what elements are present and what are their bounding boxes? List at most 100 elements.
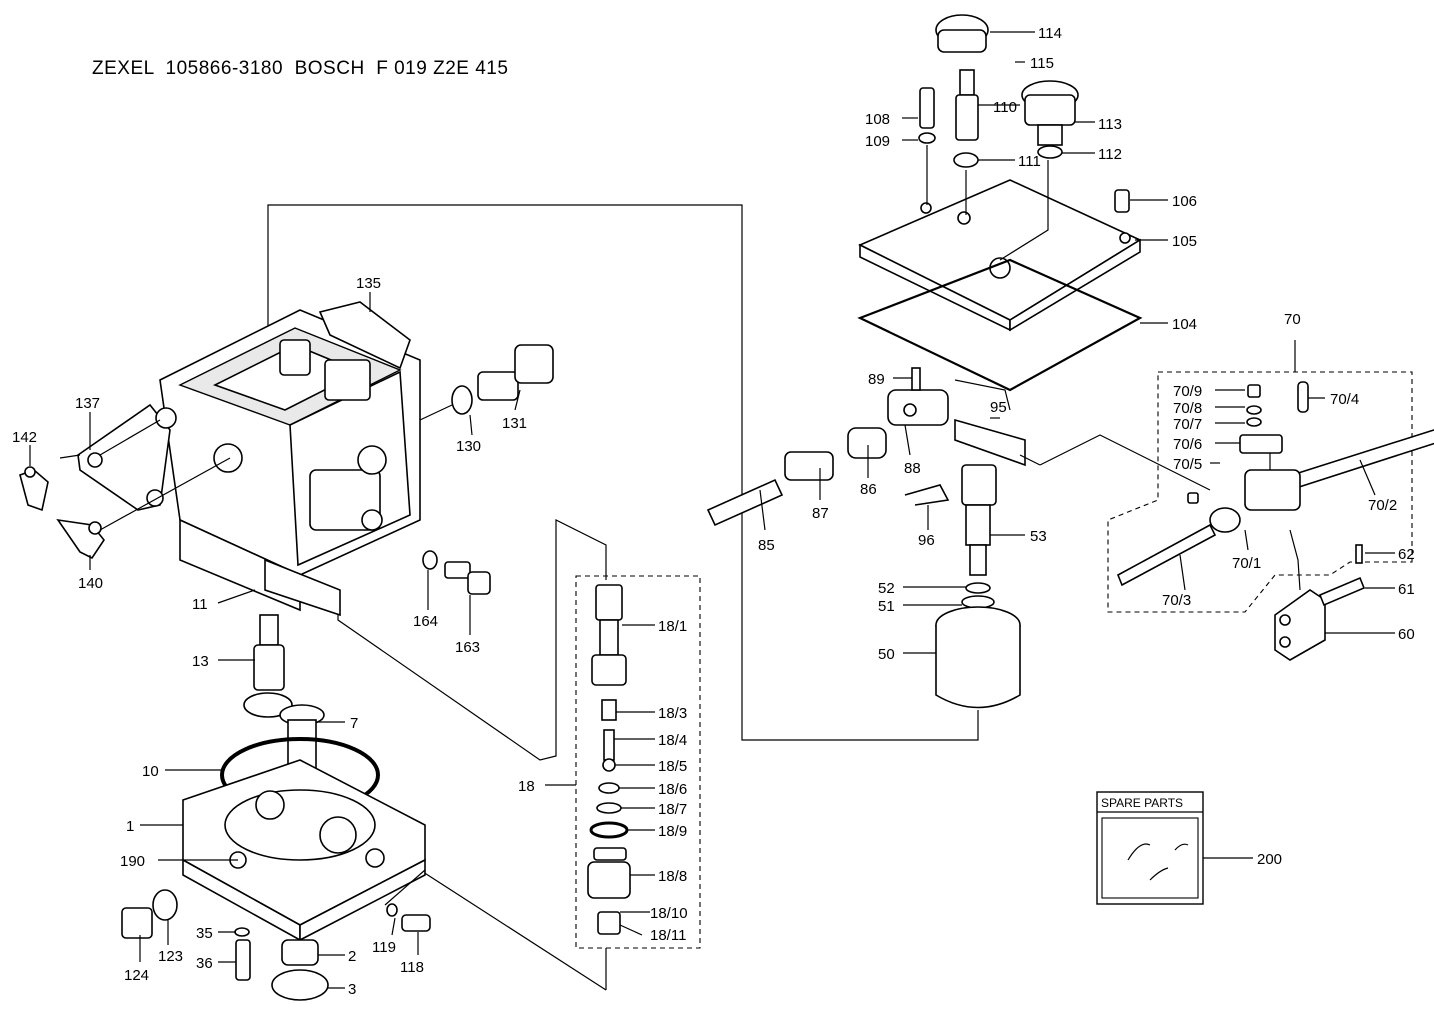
label-18-6: 18/6: [658, 781, 687, 798]
label-70-7: 70/7: [1173, 416, 1202, 433]
screw-36: [234, 927, 251, 981]
label-140: 140: [78, 575, 103, 592]
lever-60: [1274, 589, 1326, 661]
spare-parts-title: SPARE PARTS: [1101, 796, 1183, 810]
label-137: 137: [75, 395, 100, 412]
label-2: 2: [348, 948, 356, 965]
label-87: 87: [812, 505, 829, 522]
sleeve-86: [847, 427, 887, 459]
weight-50: [935, 606, 1021, 709]
label-50: 50: [878, 646, 895, 663]
label-106: 106: [1172, 193, 1197, 210]
lever-140: [56, 518, 105, 560]
label-70-5: 70/5: [1173, 456, 1202, 473]
frame-lines: [267, 204, 979, 991]
cover-105: [858, 179, 1142, 332]
bearing-2: [271, 939, 329, 1001]
label-18-3: 18/3: [658, 705, 687, 722]
label-88: 88: [904, 460, 921, 477]
fitting-110: [953, 69, 979, 168]
shaft-13: [243, 614, 293, 718]
part-labels: 114 115 110 113 112 111 108 109 106 105 …: [12, 25, 1415, 998]
label-104: 104: [1172, 316, 1197, 333]
label-85: 85: [758, 537, 775, 554]
label-13: 13: [192, 653, 209, 670]
label-11: 11: [192, 596, 208, 613]
label-119: 119: [372, 939, 396, 956]
label-18-5: 18/5: [658, 758, 687, 775]
label-18-10: 18/10: [650, 905, 688, 922]
group-70-parts: [1116, 381, 1434, 587]
clip-96: [904, 484, 950, 506]
label-70-3: 70/3: [1162, 592, 1191, 609]
leader-lines: [29, 31, 1395, 989]
label-86: 86: [860, 481, 877, 498]
label-163: 163: [455, 639, 480, 656]
spring-53: [961, 464, 997, 609]
label-7: 7: [350, 715, 358, 732]
label-36: 36: [196, 955, 213, 972]
label-113: 113: [1098, 116, 1122, 133]
label-112: 112: [1098, 146, 1122, 163]
label-105: 105: [1172, 233, 1197, 250]
lever-142: [19, 466, 49, 512]
label-190: 190: [120, 853, 145, 870]
label-10: 10: [142, 763, 159, 780]
label-123: 123: [158, 948, 183, 965]
knob-114: [935, 14, 989, 53]
label-70-9: 70/9: [1173, 383, 1202, 400]
label-3: 3: [348, 981, 356, 998]
spare-parts-box: SPARE PARTS: [1096, 791, 1204, 905]
label-18-11: 18/11: [650, 927, 686, 944]
label-70-1: 70/1: [1232, 555, 1261, 572]
label-110: 110: [993, 99, 1017, 116]
label-18: 18: [518, 778, 535, 795]
label-118: 118: [400, 959, 424, 976]
cap-113: [1021, 80, 1079, 159]
label-115: 115: [1030, 55, 1054, 72]
lever-95: [954, 418, 1026, 467]
label-18-1: 18/1: [658, 618, 687, 635]
label-51: 51: [878, 598, 895, 615]
label-18-4: 18/4: [658, 732, 687, 749]
gasket-137: [77, 403, 243, 511]
label-70-6: 70/6: [1173, 436, 1202, 453]
spring-87: [784, 451, 834, 481]
gasket-104: [857, 258, 1143, 392]
label-135: 135: [356, 275, 381, 292]
pin-62: [1355, 544, 1363, 564]
plug-124: [121, 889, 178, 939]
label-70-4: 70/4: [1330, 391, 1359, 408]
lever-88: [887, 367, 949, 426]
label-60: 60: [1398, 626, 1415, 643]
label-108: 108: [865, 111, 890, 128]
label-111: 111: [1018, 153, 1041, 170]
valve-131: [451, 344, 554, 415]
shaft-85: [706, 478, 784, 527]
label-164: 164: [413, 613, 438, 630]
label-109: 109: [865, 133, 890, 150]
label-70-2: 70/2: [1368, 497, 1397, 514]
label-130: 130: [456, 438, 481, 455]
label-35: 35: [196, 925, 213, 942]
label-53: 53: [1030, 528, 1047, 545]
screw-106: [1114, 189, 1130, 213]
label-96: 96: [918, 532, 935, 549]
pump-housing: [159, 301, 421, 617]
label-52: 52: [878, 580, 895, 597]
label-95: 95: [990, 399, 1007, 416]
group-70-box: [1107, 371, 1413, 613]
label-62: 62: [1398, 546, 1415, 563]
label-18-7: 18/7: [658, 801, 687, 818]
label-124: 124: [124, 967, 149, 984]
label-61: 61: [1398, 581, 1415, 598]
screw-108: [918, 87, 936, 144]
group-18-box: [575, 575, 701, 949]
label-142: 142: [12, 429, 37, 446]
label-70-8: 70/8: [1173, 400, 1202, 417]
label-1: 1: [126, 818, 134, 835]
label-131: 131: [502, 415, 527, 432]
label-18-9: 18/9: [658, 823, 687, 840]
label-89: 89: [868, 371, 885, 388]
